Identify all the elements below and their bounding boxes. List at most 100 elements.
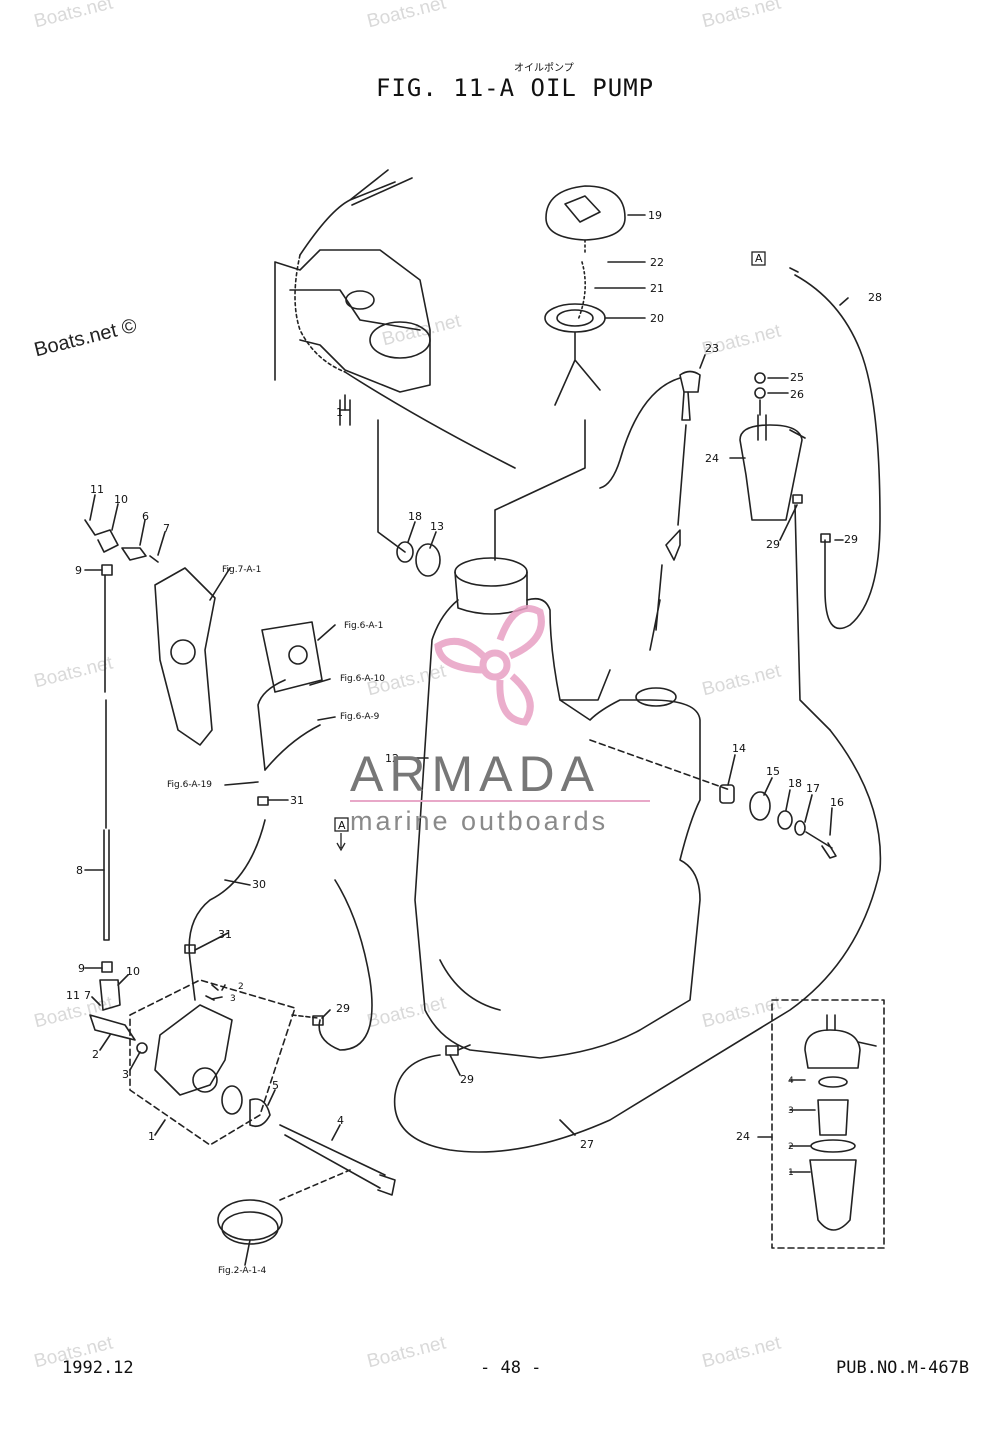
- callout-2-pump: 2: [238, 982, 244, 992]
- callout-10-lower: 10: [126, 965, 140, 978]
- callout-27: 27: [580, 1138, 594, 1151]
- callout-leaders-lower: [194, 567, 816, 1266]
- cap-chain: [577, 239, 586, 321]
- callout-1-upper: 1: [336, 406, 343, 419]
- grommet-leader: [377, 419, 406, 553]
- gauge-rod: [649, 424, 687, 651]
- ref-fig-7-a-1: Fig.7-A-1: [222, 565, 261, 575]
- gauge-hose: [599, 377, 681, 489]
- washer-26: [754, 387, 766, 399]
- callout-leaders-mid: [344, 394, 833, 836]
- fuel-pump-boss: [288, 645, 308, 665]
- spacer-14: [719, 784, 735, 804]
- page-subtitle: オイルポンプ: [514, 63, 574, 74]
- hose-30: [188, 819, 266, 1001]
- callout-2-left: 2: [92, 1048, 99, 1061]
- callout-18-mount: 18: [788, 777, 802, 790]
- grommet-13: [415, 543, 441, 577]
- callout-29-pump: 29: [336, 1002, 350, 1015]
- callout-8: 8: [76, 864, 83, 877]
- drive-shaft-4: [279, 1124, 396, 1196]
- tank-neck-top: [454, 557, 528, 587]
- damper-15: [749, 791, 771, 821]
- clip-31-lower: [184, 944, 196, 954]
- callout-9-lower: 9: [78, 962, 85, 975]
- brand-divider: [350, 800, 650, 802]
- callout-3-detail: 3: [788, 1106, 794, 1116]
- seal-housing: [217, 1199, 283, 1241]
- hose-upper: [344, 371, 516, 469]
- filter-bowl-1: [809, 1159, 857, 1231]
- nut-9-lower: [101, 961, 113, 973]
- wire-harness: [299, 169, 413, 256]
- logo-blade-right: [496, 673, 534, 726]
- callout-10-upper: 10: [114, 493, 128, 506]
- nut-9-upper: [101, 564, 113, 576]
- pump-drive-gear: [192, 1067, 218, 1093]
- ref-fig-6-a-10: Fig.6-A-10: [340, 674, 385, 684]
- mount-leader: [589, 739, 731, 791]
- callout-6: 6: [142, 510, 149, 523]
- tank-contours: [439, 669, 611, 1011]
- clip-29c: [445, 1045, 459, 1056]
- ref-fig-2-a-1-4: Fig.2-A-1-4: [218, 1266, 267, 1276]
- tank-cap-grip: [564, 195, 601, 223]
- ref-fig-6-a-1: Fig.6-A-1: [344, 621, 383, 631]
- grommet-18: [396, 541, 414, 563]
- tank-outlet: [457, 1044, 471, 1051]
- bolt-16: [805, 831, 837, 859]
- filter-head-fittings: [826, 1014, 877, 1047]
- callout-7-upper: 7: [163, 522, 170, 535]
- filter-part-4: [818, 1076, 848, 1088]
- callout-11-lower: 11: [66, 989, 80, 1002]
- pump-box: [129, 979, 296, 1146]
- footer-date: 1992.12: [62, 1358, 134, 1378]
- casting-bore: [369, 321, 431, 359]
- collar-5: [249, 1098, 271, 1128]
- filter-detail-box: [771, 999, 885, 1249]
- callout-3-left: 3: [122, 1068, 129, 1081]
- ref-a-top: A: [755, 252, 763, 265]
- oil-pump-body: [154, 1004, 233, 1096]
- callout-14: 14: [732, 742, 746, 755]
- cap-leader: [494, 419, 586, 561]
- page-title: FIG. 11-A OIL PUMP: [376, 74, 655, 102]
- callout-29-tank: 29: [460, 1073, 474, 1086]
- tank-body: [414, 597, 701, 1059]
- callout-2-detail: 2: [788, 1142, 794, 1152]
- callout-3-pump: 3: [230, 994, 236, 1004]
- rod-8: [103, 574, 110, 941]
- callout-28: 28: [868, 291, 882, 304]
- filter-24: [739, 424, 803, 521]
- callout-29-filter-left: 29: [766, 538, 780, 551]
- logo-hub: [479, 649, 511, 681]
- joint-10-upper: [84, 519, 119, 553]
- seal-leader: [279, 1169, 351, 1201]
- callout-leaders-right: [594, 214, 849, 541]
- tank-filler-boss: [635, 687, 677, 707]
- callout-20: 20: [650, 312, 664, 325]
- filter-head: [804, 1029, 861, 1069]
- joint-10-lower: [99, 979, 121, 1011]
- tank-neck: [454, 571, 528, 615]
- callout-29-filter-right: 29: [844, 533, 858, 546]
- callout-24-upper: 24: [705, 452, 719, 465]
- callout-23: 23: [705, 342, 719, 355]
- ref-fig-6-a-9: Fig.6-A-9: [340, 712, 380, 722]
- hose-fuel-branch: [264, 724, 321, 771]
- tank-cap: [545, 185, 626, 241]
- filter-return: [794, 504, 831, 731]
- engine-casting: [274, 249, 431, 393]
- brand-tagline: marine outboards: [350, 806, 609, 836]
- cap-strap: [554, 331, 601, 406]
- callout-25: 25: [790, 371, 804, 384]
- ref-box-a-mid: [334, 817, 349, 832]
- hose-27: [393, 729, 882, 1153]
- cam-bracket: [154, 567, 216, 746]
- callout-21: 21: [650, 282, 664, 295]
- callout-12: 12: [385, 752, 399, 765]
- hose-28: [794, 274, 881, 630]
- callout-1-detail: 1: [788, 1168, 794, 1178]
- callout-16: 16: [830, 796, 844, 809]
- fuel-pump: [261, 621, 323, 693]
